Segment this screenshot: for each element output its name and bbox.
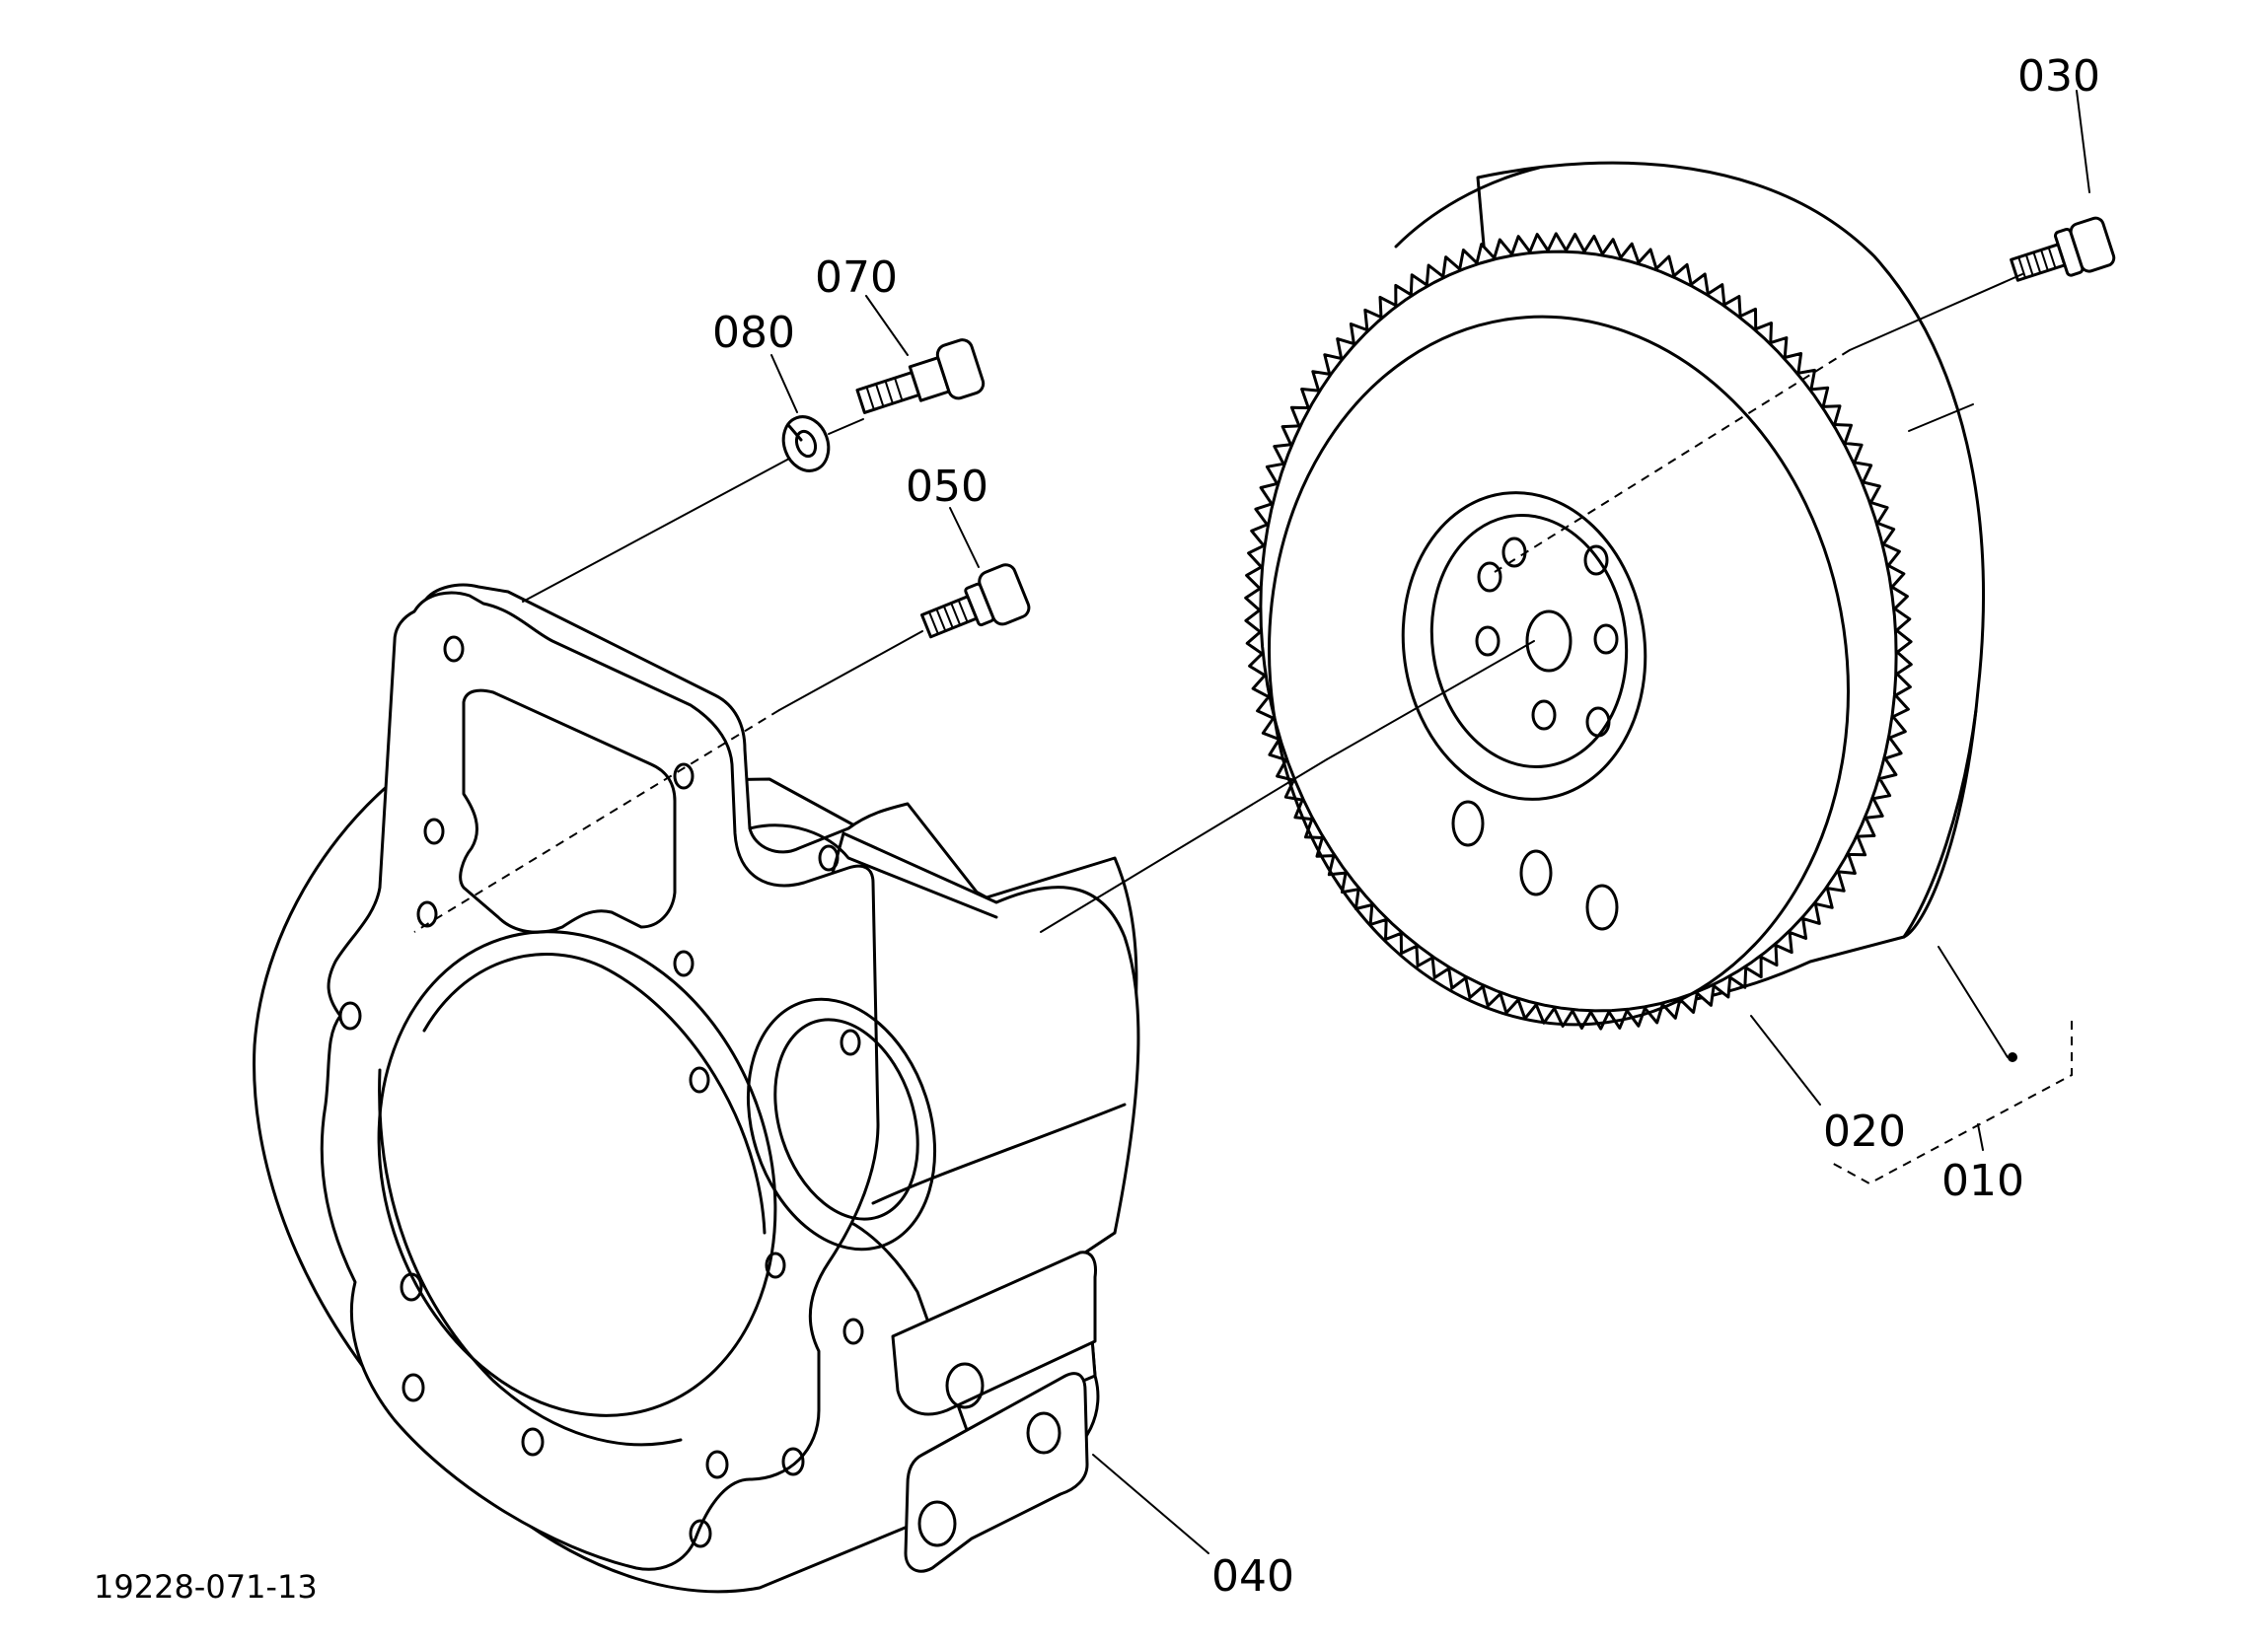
- face-holes: [1451, 800, 1619, 931]
- callout-040: 040: [1211, 1551, 1294, 1602]
- starter-bore-inner: [773, 1018, 919, 1221]
- flywheel-rim-edge: [1394, 166, 1541, 249]
- pad-bolt-lower: [917, 1500, 957, 1547]
- callout-labels: 030 070 080 050 020 010 040 19228-071-13: [94, 51, 2100, 1606]
- starter-bore-outer: [746, 997, 937, 1252]
- flywheel-face: [1268, 315, 1850, 1027]
- housing-arm-edge: [748, 823, 998, 919]
- housing-mount-pad-lower: [904, 1372, 1089, 1573]
- housing-main-bore-inner: [422, 953, 767, 1235]
- ring-gear: [1244, 232, 1913, 1031]
- housing-front-face: [320, 591, 880, 1571]
- flywheel-center-bore: [1525, 609, 1573, 673]
- housing-bolt-holes: [338, 635, 864, 1548]
- assembly-lines: [413, 90, 2090, 1554]
- bolt-050: [920, 563, 1031, 639]
- ring-gear-tooth-band: [1259, 250, 1898, 1013]
- callout-050: 050: [906, 462, 988, 512]
- callout-030: 030: [2017, 51, 2100, 102]
- flywheel-hub-inner: [1429, 514, 1629, 768]
- housing-top-window: [459, 688, 677, 934]
- pad-bolt-mid: [1026, 1411, 1061, 1455]
- pad-bolt-upper: [945, 1362, 985, 1409]
- callout-080: 080: [712, 308, 795, 358]
- callout-070: 070: [815, 252, 898, 303]
- assembly-bracket: [1829, 1021, 2073, 1185]
- housing-mount-pad-upper: [891, 1251, 1097, 1416]
- flywheel: [1244, 161, 1985, 1031]
- hub-bolt-holes: [1475, 537, 1619, 738]
- housing-side-edge: [871, 1103, 1127, 1205]
- bolt-070: [855, 338, 986, 414]
- lock-washer-080: [781, 415, 831, 472]
- housing-main-bore: [377, 930, 777, 1417]
- reference-dot: [2008, 1052, 2017, 1062]
- callout-020: 020: [1823, 1107, 1906, 1157]
- bolt-030: [2010, 216, 2116, 282]
- flywheel-housing: [253, 583, 1140, 1594]
- flywheel-rim-back-edge: [1902, 708, 1978, 939]
- callout-010: 010: [1941, 1156, 2024, 1206]
- flywheel-hub-outer: [1401, 491, 1647, 801]
- housing-bore-shoulder: [378, 1068, 683, 1447]
- drawing-number: 19228-071-13: [94, 1568, 318, 1606]
